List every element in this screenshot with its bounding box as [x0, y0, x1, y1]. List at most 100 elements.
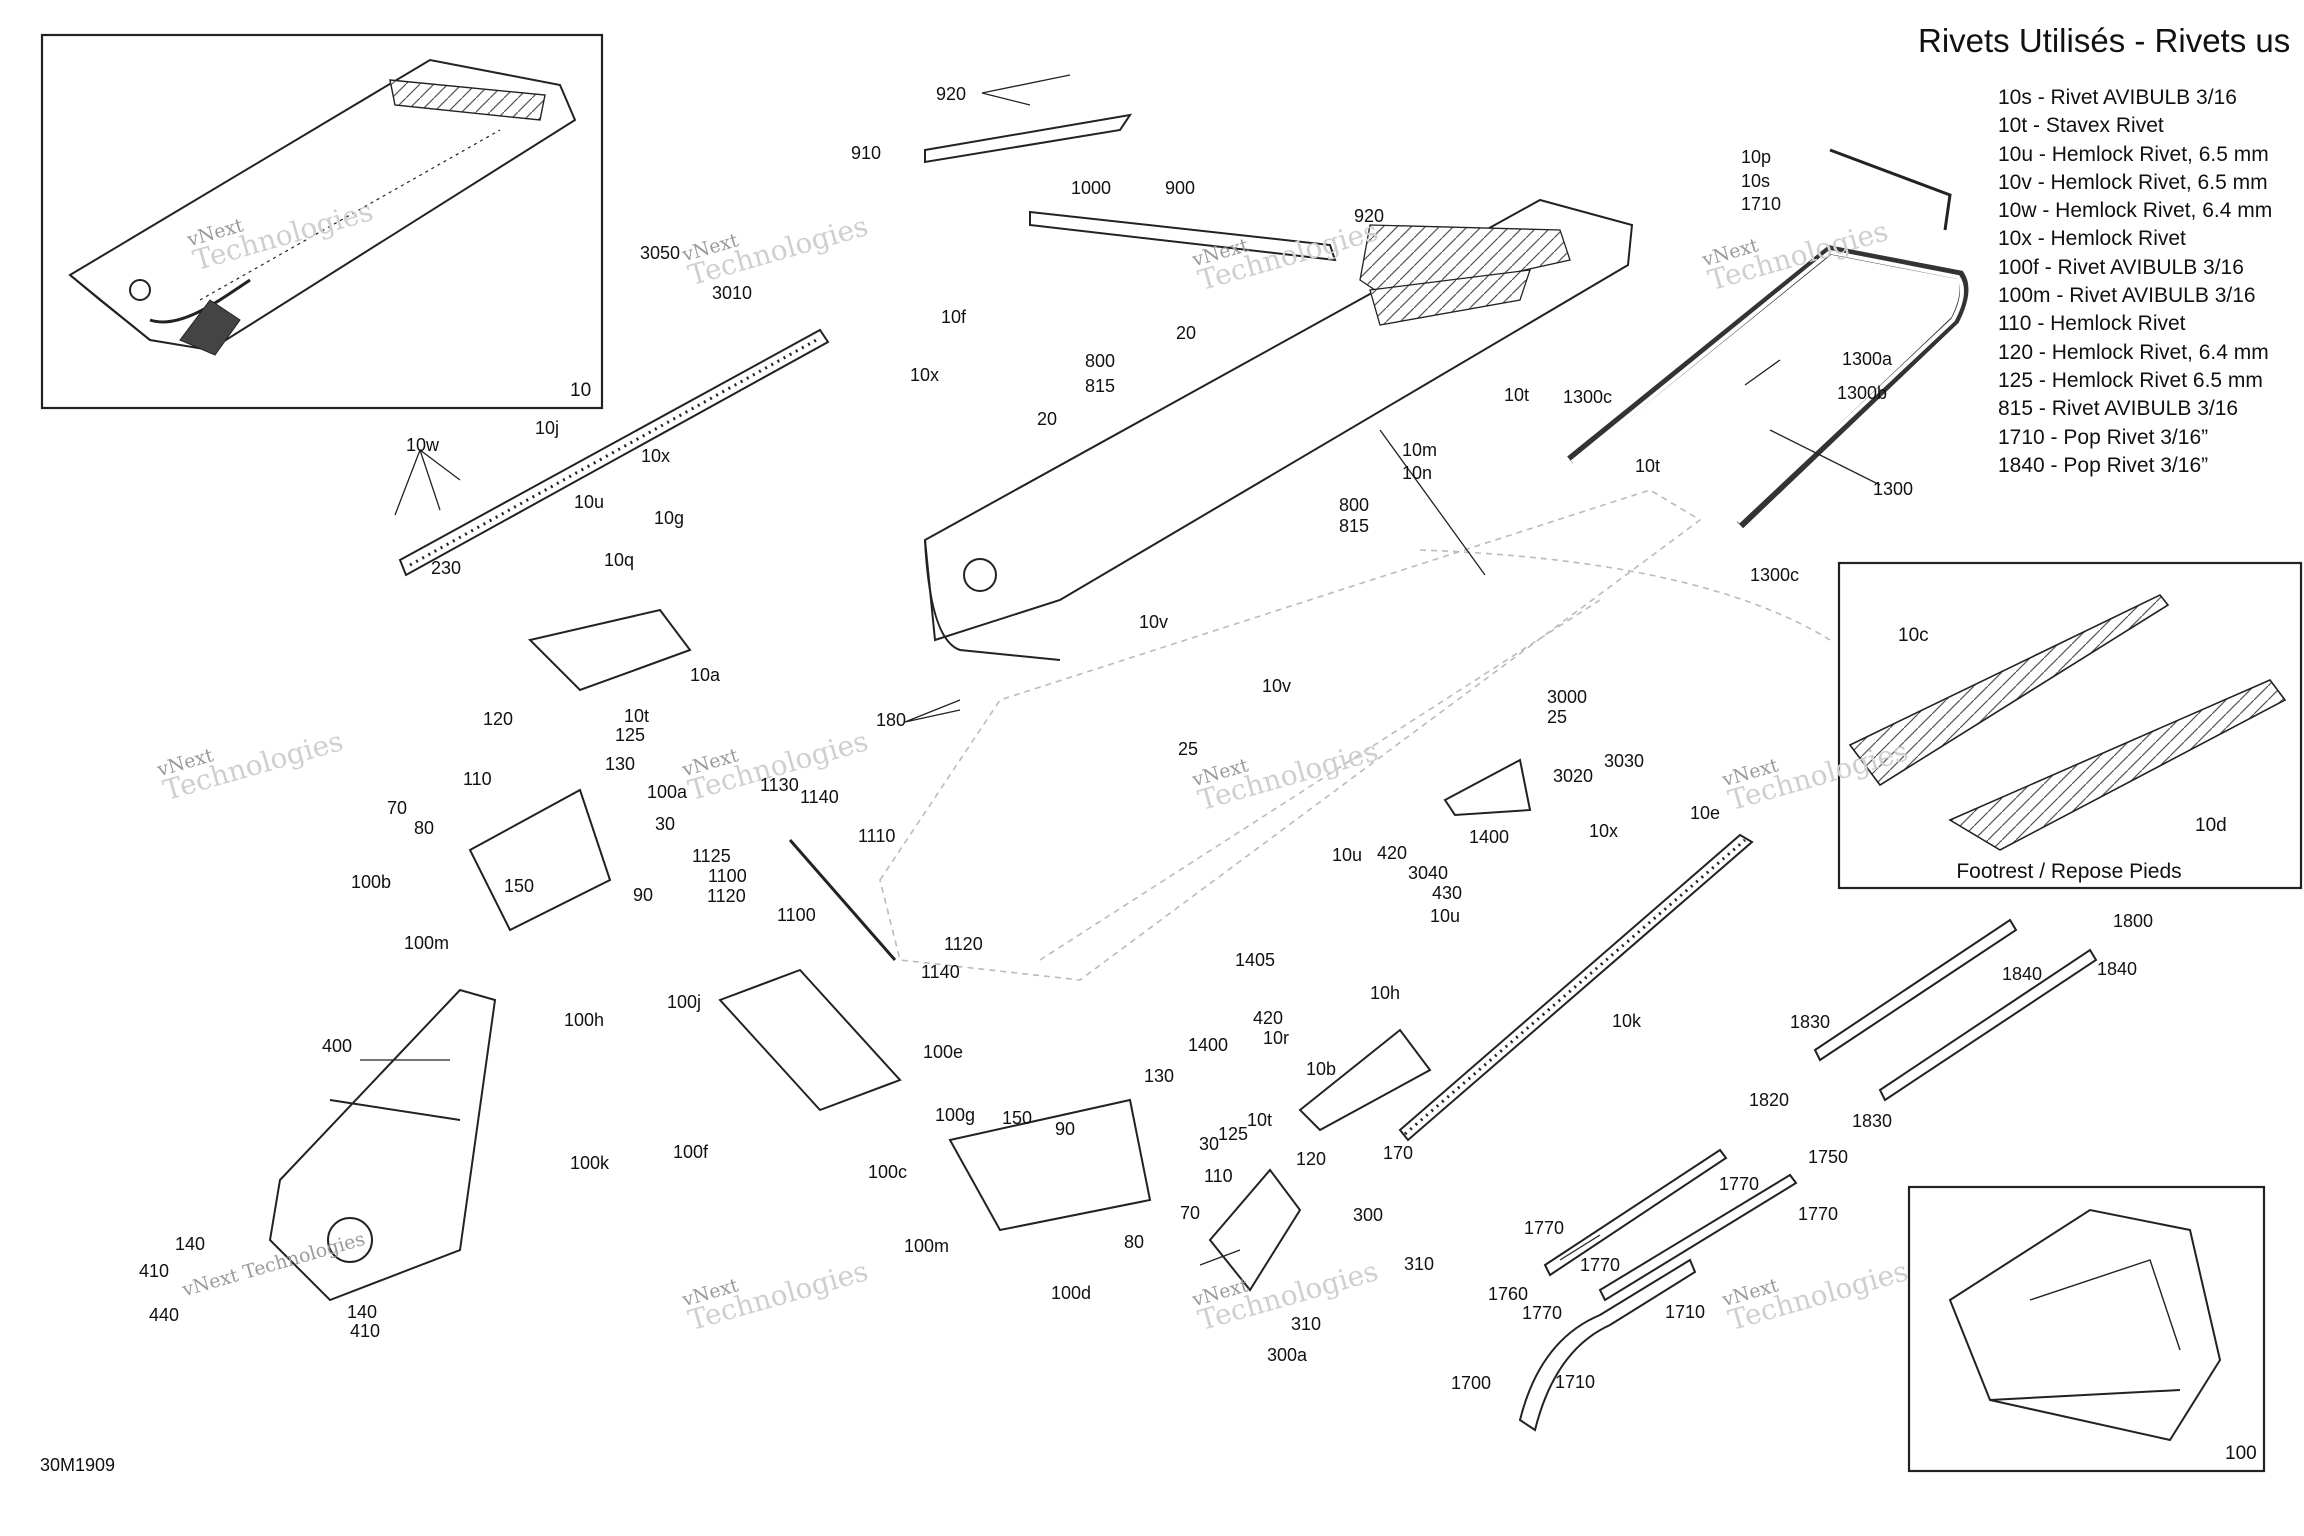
- callout: 1750: [1808, 1147, 1849, 1167]
- frame-inset-art: [1948, 1208, 2222, 1442]
- callout: 10u: [1430, 906, 1461, 926]
- callout: 20: [1037, 409, 1058, 429]
- callout: 10t: [1504, 385, 1530, 405]
- rivet-item: 10w - Hemlock Rivet, 6.4 mm: [1998, 199, 2273, 223]
- callout: 1300: [1873, 479, 1914, 499]
- callout: 10v: [1139, 612, 1169, 632]
- callout: 300: [1353, 1205, 1384, 1225]
- callout: 815: [1339, 516, 1370, 536]
- callout: 90: [633, 885, 654, 905]
- callout: 10r: [1263, 1028, 1290, 1048]
- tunnel-inset-frame: [40, 33, 604, 410]
- rivets-list: 10s - Rivet AVIBULB 3/16 10t - Stavex Ri…: [1998, 84, 2272, 480]
- callout: 10x: [641, 446, 671, 466]
- callout: 100g: [935, 1105, 976, 1125]
- callout: 100d: [1051, 1283, 1092, 1303]
- callout: 100m: [404, 933, 450, 953]
- callout: 1710: [1741, 194, 1782, 214]
- callout: 1300c: [1750, 565, 1800, 585]
- footrest-inset-frame: [1837, 561, 2303, 890]
- callout: 1800: [2113, 911, 2154, 931]
- callout: 90: [1055, 1119, 1076, 1139]
- callout: 10u: [1332, 845, 1363, 865]
- callout: 130: [1144, 1066, 1175, 1086]
- callout: 1300b: [1837, 383, 1888, 403]
- callout: 70: [1180, 1203, 1201, 1223]
- callout: 1405: [1235, 950, 1276, 970]
- callout: 120: [1296, 1149, 1327, 1169]
- callout: 10v: [1262, 676, 1292, 696]
- callout: 1140: [800, 787, 839, 807]
- frame-inset-frame: [1907, 1185, 2266, 1473]
- callout: 1820: [1749, 1090, 1790, 1110]
- rivet-item: 10u - Hemlock Rivet, 6.5 mm: [1998, 142, 2269, 166]
- callout: 170: [1383, 1143, 1414, 1163]
- callout: 10n: [1402, 463, 1433, 483]
- callout: 10k: [1612, 1011, 1642, 1031]
- rod-1100-art: [788, 839, 897, 961]
- callout: 1140: [921, 962, 960, 982]
- callout: 10x: [910, 365, 940, 385]
- callout: 120: [483, 709, 514, 729]
- callout: 180: [876, 710, 907, 730]
- callout: 100c: [868, 1162, 908, 1182]
- callout: 10p: [1741, 147, 1772, 167]
- callout: 1830: [1852, 1111, 1893, 1131]
- callout: 1100: [777, 905, 816, 925]
- callout: 1770: [1522, 1303, 1563, 1323]
- callout: 1120: [944, 934, 983, 954]
- rivet-item: 1710 - Pop Rivet 3/16”: [1998, 425, 2209, 449]
- callout: 910: [851, 143, 882, 163]
- callout: 10h: [1370, 983, 1401, 1003]
- callout: 420: [1253, 1008, 1284, 1028]
- footrest-left-label: 10c: [1898, 625, 1929, 646]
- callout: 10f: [941, 307, 967, 327]
- callout: 100e: [923, 1042, 964, 1062]
- callout: 440: [149, 1305, 180, 1325]
- callout: 10t: [1247, 1110, 1273, 1130]
- callout: 130: [605, 754, 636, 774]
- callout: 1830: [1790, 1012, 1831, 1032]
- callout: 310: [1291, 1314, 1322, 1334]
- callout: 10s: [1741, 171, 1771, 191]
- rivet-item: 1840 - Pop Rivet 3/16”: [1998, 453, 2209, 477]
- rivet-item: 815 - Rivet AVIBULB 3/16: [1998, 397, 2239, 421]
- callout: 25: [1178, 739, 1199, 759]
- callout: 10t: [1635, 456, 1661, 476]
- callout: 1710: [1555, 1372, 1596, 1392]
- bracket-100a-art: [468, 788, 612, 932]
- callout: 1400: [1469, 827, 1510, 847]
- callout: 10m: [1402, 440, 1438, 460]
- callout: 1840: [2002, 964, 2043, 984]
- tunnel-inset-art: [68, 58, 577, 356]
- rivet-item: 100f - Rivet AVIBULB 3/16: [1998, 255, 2244, 279]
- callout: 1100: [708, 866, 747, 886]
- callout: 1760: [1488, 1284, 1529, 1304]
- bracket-300-art: [1208, 1168, 1302, 1292]
- rivet-item: 10x - Hemlock Rivet: [1998, 227, 2186, 251]
- callout: 100b: [351, 872, 392, 892]
- callout: 25: [1547, 707, 1568, 727]
- callout: 10t: [624, 706, 650, 726]
- ghost-chassis-art: [879, 489, 1831, 981]
- stirrup-art: [1813, 918, 2018, 1062]
- bracket-10a-art: [528, 608, 692, 692]
- callout: 1400: [1188, 1035, 1229, 1055]
- callout: 10j: [535, 418, 560, 438]
- callout: 310: [1404, 1254, 1435, 1274]
- rivet-item: 100m - Rivet AVIBULB 3/16: [1998, 284, 2256, 308]
- callout: 410: [350, 1321, 381, 1341]
- footrest-left-art: [1848, 594, 2170, 787]
- callout: 30: [1199, 1134, 1220, 1154]
- callout: 400: [322, 1036, 353, 1056]
- lower-rail-b-art: [1598, 1173, 1798, 1302]
- callout: 30: [655, 814, 676, 834]
- callout: 10g: [654, 508, 685, 528]
- callout: 100j: [667, 992, 702, 1012]
- callout: 920: [1354, 206, 1385, 226]
- strut-3000-art: [1443, 758, 1532, 817]
- callout: 1120: [707, 886, 746, 906]
- callout: 70: [387, 798, 408, 818]
